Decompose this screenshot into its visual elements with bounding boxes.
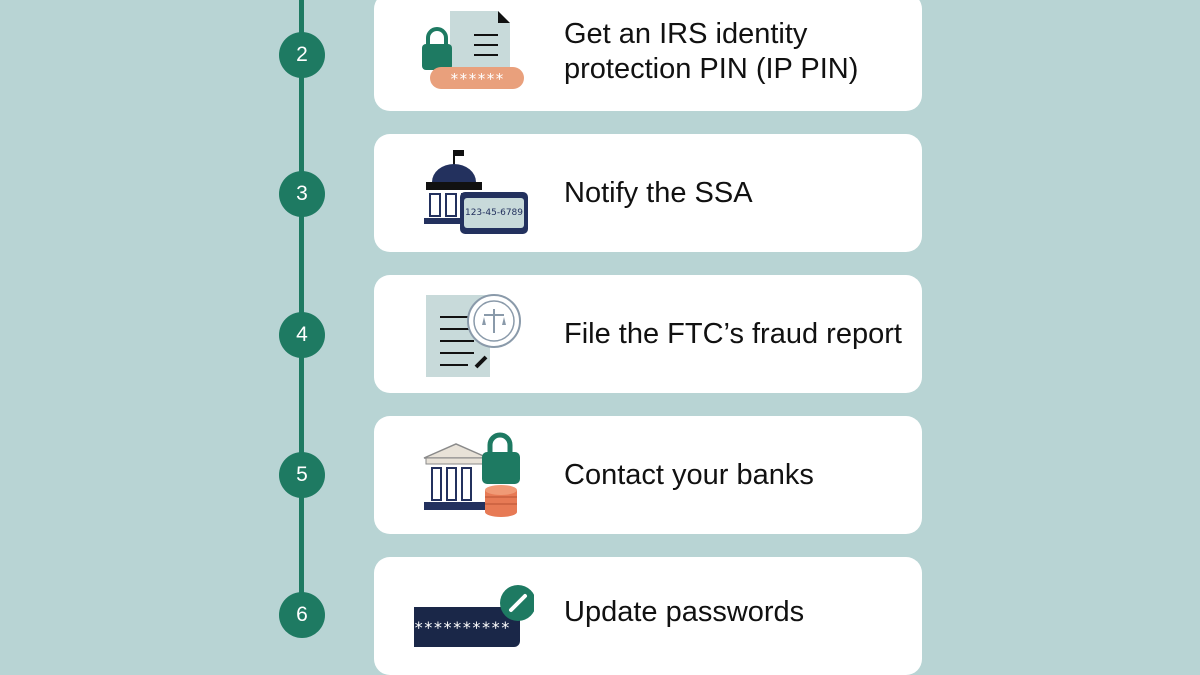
step-number-5: 5 — [279, 452, 325, 498]
step-card-contact-banks[interactable]: Contact your banks — [374, 416, 922, 534]
step-label-contact-banks: Contact your banks — [564, 458, 814, 491]
step-label-ftc-fraud-report: File the FTC’s fraud report — [564, 317, 902, 350]
government-building-ssn-card-icon: 123-45-6789 — [424, 150, 528, 234]
password-field-edit-icon: ********** — [414, 585, 534, 647]
step-number-4: 4 — [279, 312, 325, 358]
document-with-seal-icon — [426, 294, 521, 377]
step-card-update-passwords[interactable]: ********** Update passwords — [374, 557, 922, 675]
step-card-ftc-fraud-report[interactable]: File the FTC’s fraud report — [374, 275, 922, 393]
step-number-6: 6 — [279, 592, 325, 638]
step-label-update-passwords: Update passwords — [564, 596, 805, 628]
step-number-2: 2 — [279, 32, 325, 78]
step-label-notify-ssa: Notify the SSA — [564, 176, 753, 209]
pin-mask-text: ****** — [450, 70, 504, 88]
ssn-card-number: 123-45-6789 — [465, 208, 523, 218]
bank-lock-coins-icon — [423, 432, 520, 517]
step-card-notify-ssa[interactable]: 123-45-6789 Notify the SSA — [374, 134, 922, 252]
step-card-irs-ip-pin[interactable]: ****** Get an IRS identity protection PI… — [374, 0, 922, 111]
step-label-irs-ip-pin: Get an IRS identity protection PIN (IP P… — [564, 18, 859, 85]
locked-document-pin-icon: ****** — [422, 11, 524, 89]
step-number-3: 3 — [279, 171, 325, 217]
